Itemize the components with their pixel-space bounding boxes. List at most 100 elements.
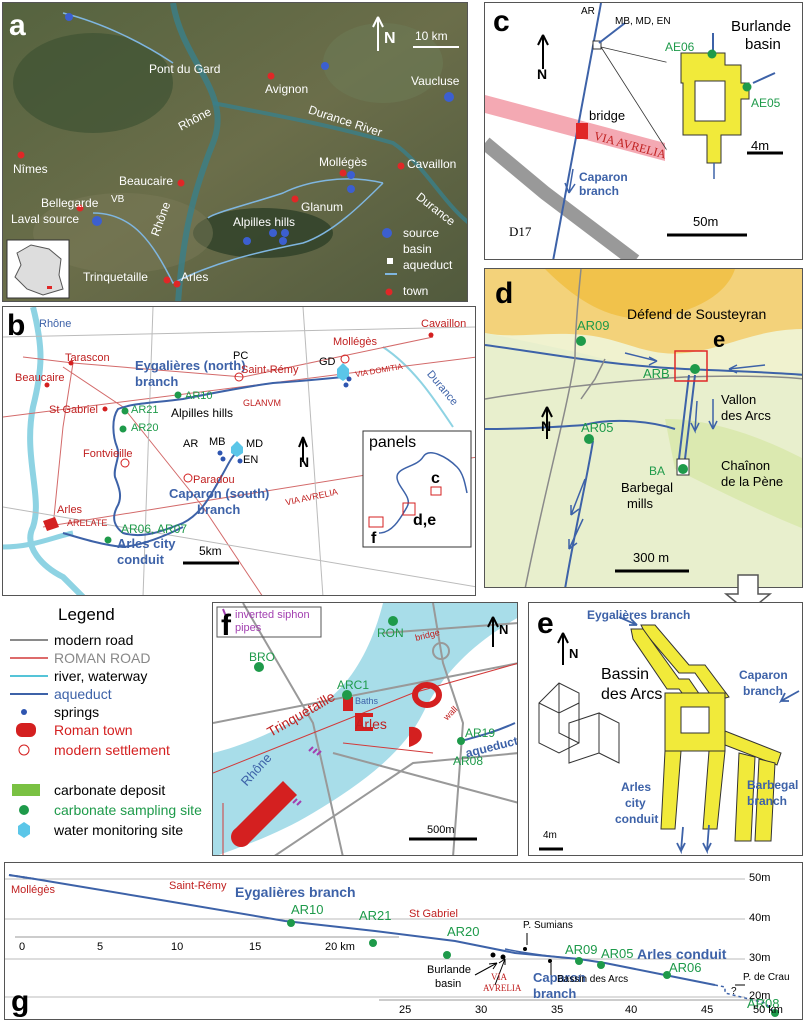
legend-aqueduct: aqueduct (54, 686, 112, 702)
g-avrelia: AVRELIA (483, 983, 522, 993)
g-ar10: AR10 (291, 902, 324, 917)
f-inverted: inverted siphon (235, 609, 310, 621)
legend-aqueduct: aqueduct (403, 258, 453, 272)
b-ar10: AR10 (185, 390, 213, 402)
g-elev-20: 20m (749, 990, 771, 1002)
f-ron: RON (377, 626, 404, 640)
c-branch: branch (579, 184, 620, 198)
panel-b-letter: b (7, 309, 26, 342)
place-alpilles: Alpilles hills (233, 215, 296, 229)
g-arles-conduit: Arles conduit (637, 946, 727, 962)
e-branch2: branch (747, 794, 788, 808)
e-bassin: Bassin (601, 666, 650, 683)
g-ar05: AR05 (601, 946, 634, 961)
b-eygalieres: Eygalières (north) (135, 358, 246, 373)
place-laval-source: Laval source (11, 212, 80, 226)
e-city: city (625, 796, 646, 810)
legend-source: source (403, 226, 440, 240)
legend-town: town (403, 284, 429, 298)
b-fontvieille: Fontvieille (83, 448, 133, 460)
b-molleges: Mollégès (333, 336, 378, 348)
b-scale: 5km (199, 544, 222, 558)
panel-g-letter: g (11, 985, 30, 1018)
legend-symbols (10, 639, 48, 838)
g-bot-tick-50: 50 km (753, 1004, 783, 1016)
g-branch: branch (533, 986, 577, 1001)
place-avignon: Avignon (265, 82, 309, 96)
e-branch: branch (743, 684, 784, 698)
legend-springs: springs (54, 704, 100, 720)
d-mills: mills (627, 496, 653, 511)
b-gd: GD (319, 356, 336, 368)
b-glanvm: GLANVM (243, 398, 282, 408)
d-ba: BA (649, 464, 666, 478)
panel-c-letter: c (493, 5, 510, 38)
g-bot-tick-25: 25 (399, 1004, 412, 1016)
north-icon-e: N (569, 646, 579, 661)
legend-roman-road: ROMAN ROAD (54, 650, 151, 666)
panel-c-lines (485, 3, 783, 259)
g-st-gabriel: St Gabriel (409, 908, 458, 920)
g-p-sumians: P. Sumians (523, 920, 573, 931)
g-via: VIA (491, 972, 507, 982)
b-caparon: Caparon (south) (169, 486, 270, 501)
b-arelate: ARELATE (67, 518, 108, 528)
place-nimes: Nîmes (13, 162, 48, 176)
f-scale: 500m (427, 824, 455, 836)
f-arc1: ARC1 (337, 678, 370, 692)
b-arles-city: Arles city (117, 536, 176, 551)
place-trinquetaille: Trinquetaille (83, 270, 148, 284)
c-ae05: AE05 (751, 96, 781, 110)
f-arles: Arles (355, 716, 387, 732)
d-ar05: AR05 (581, 420, 614, 435)
g-top-tick-15: 15 (249, 941, 262, 953)
e-barbegal: Barbegal (747, 778, 799, 792)
b-ar21: AR21 (131, 404, 159, 416)
e-arles: Arles (621, 780, 652, 794)
g-question: ? (731, 986, 737, 997)
b-arles: Arles (57, 504, 83, 516)
b-ar20: AR20 (131, 422, 159, 434)
b-saint-remy: Saint-Rémy (241, 364, 299, 376)
panel-d-barbegal-map: d Défend de Sousteyran AR09 e ARB Vallon… (484, 268, 803, 588)
inset-title: panels (369, 434, 417, 451)
place-arles: Arles (181, 270, 209, 284)
g-elev-40: 40m (749, 912, 771, 924)
place-beaucaire: Beaucaire (119, 174, 174, 188)
g-top-tick-20: 20 km (325, 941, 355, 953)
north-icon: N (384, 30, 396, 47)
legend-title: Legend (58, 605, 115, 624)
panel-g-lines (5, 874, 779, 1017)
d-vallon: Vallon (721, 392, 757, 407)
c-mb: MB, MD, EN (615, 16, 671, 27)
g-bot-tick-35: 35 (551, 1004, 564, 1016)
panel-f-letter: f (221, 609, 231, 642)
b-beaucaire: Beaucaire (15, 372, 65, 384)
north-icon-b: N (299, 454, 310, 470)
place-cavaillon: Cavaillon (407, 157, 457, 171)
g-bot-tick-45: 45 (701, 1004, 714, 1016)
g-eygalieres: Eygalières branch (235, 884, 356, 900)
c-d17: D17 (509, 224, 532, 239)
north-icon-f: N (499, 622, 509, 637)
panel-e-letter: e (537, 607, 554, 640)
inset-de: d,e (413, 512, 437, 529)
panel-e-lines (538, 616, 800, 855)
b-ar: AR (183, 438, 199, 450)
b-mb: MB (209, 436, 226, 448)
g-bot-tick-30: 30 (475, 1004, 488, 1016)
g-top-tick-5: 5 (97, 941, 104, 953)
north-icon-d: N (541, 418, 552, 434)
g-p-de-crau: P. de Crau (743, 972, 790, 983)
b-pc: PC (233, 350, 249, 362)
g-ar06: AR06 (669, 960, 702, 975)
g-bassin-des-arcs: Bassin des Arcs (557, 974, 629, 985)
g-molleges: Mollégès (11, 884, 56, 896)
panel-a-satellite-map: a 10 km N Pont du Gard Avignon Vaucluse … (2, 2, 468, 302)
b-st-gabriel: St Gabriel (49, 404, 98, 416)
g-elev-30: 30m (749, 952, 771, 964)
b-rhone: Rhône (39, 318, 72, 330)
d-arb: ARB (643, 366, 670, 381)
g-ar21: AR21 (359, 908, 392, 923)
b-md: MD (246, 438, 264, 450)
